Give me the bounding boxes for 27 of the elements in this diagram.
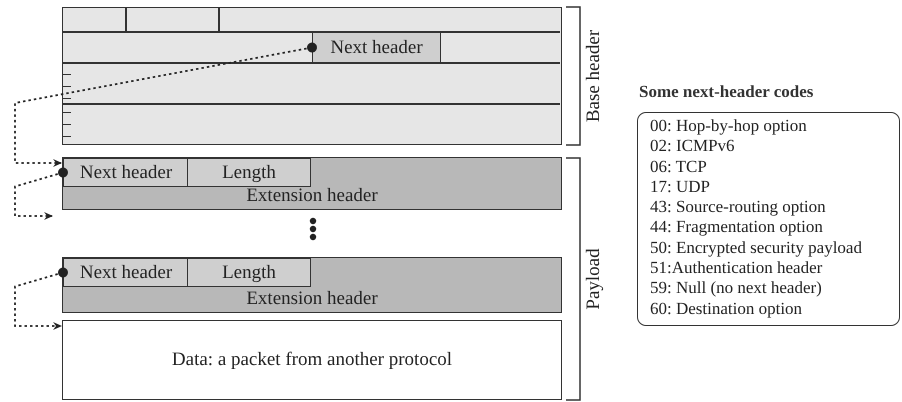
field-cell: Next header bbox=[63, 258, 189, 287]
field-cell: Next header bbox=[63, 158, 189, 187]
pointer-arrow bbox=[14, 268, 68, 330]
bracket-label: Payload bbox=[583, 248, 605, 310]
code-entry: 02: ICMPv6 bbox=[650, 136, 735, 157]
code-entry: 06: TCP bbox=[650, 156, 707, 177]
code-entry: 51:Authentication header bbox=[650, 258, 822, 278]
extension-header-block bbox=[62, 257, 562, 313]
list-heading: Some next-header codes bbox=[639, 82, 814, 102]
code-entry: 50: Encrypted security payload bbox=[650, 238, 862, 258]
field-cell: Length bbox=[187, 158, 311, 187]
code-entry: 44: Fragmentation option bbox=[650, 217, 823, 238]
code-entry: 60: Destination option bbox=[650, 298, 802, 319]
extension-header-block bbox=[62, 157, 562, 210]
block-label: Extension header bbox=[245, 288, 379, 310]
pointer-arrow bbox=[14, 168, 68, 220]
block-label: Extension header bbox=[245, 185, 379, 207]
code-entry: 43: Source-routing option bbox=[650, 197, 826, 218]
field-cell: Next header bbox=[312, 32, 441, 63]
field-cell: Length bbox=[187, 258, 311, 287]
data-block: Data: a packet from another protocol bbox=[62, 320, 562, 400]
bracket-label: Base header bbox=[583, 30, 605, 122]
code-entry: 59: Null (no next header) bbox=[650, 278, 822, 299]
code-entry: 00: Hop-by-hop option bbox=[650, 116, 807, 136]
code-entry: 17: UDP bbox=[650, 176, 710, 198]
header-block bbox=[62, 7, 562, 145]
pointer-arrow bbox=[14, 42, 317, 167]
